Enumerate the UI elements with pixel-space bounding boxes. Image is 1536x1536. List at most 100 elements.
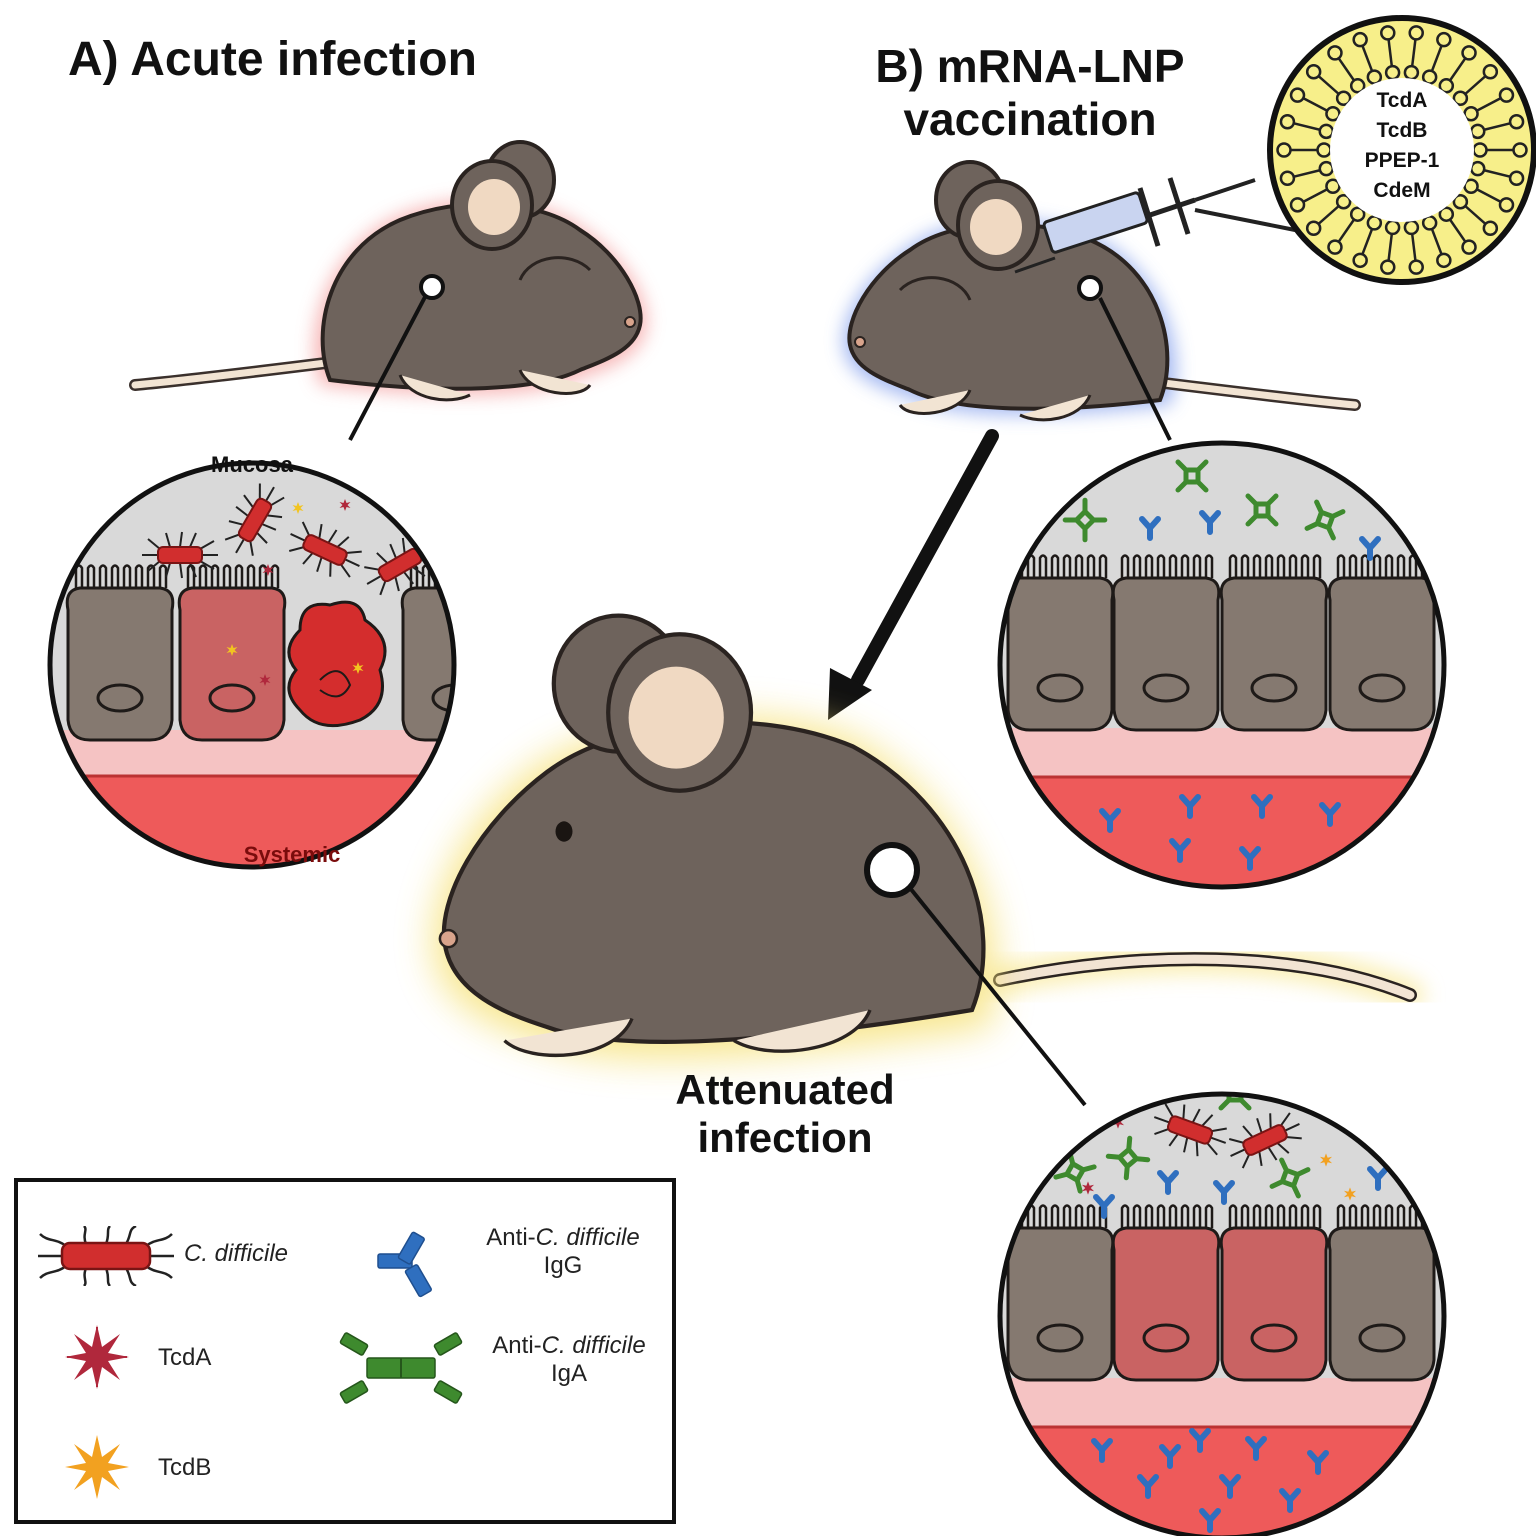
lipid-tail xyxy=(1315,203,1342,227)
lipid-head xyxy=(1316,142,1332,158)
lipid-tail xyxy=(1300,95,1330,113)
lipid-head xyxy=(1482,220,1499,236)
lipid-head xyxy=(1384,219,1401,236)
mucosa-label: Mucosa xyxy=(211,452,294,477)
attenuated-sample-site-marker xyxy=(864,842,920,898)
attenuated-title-line2: infection xyxy=(697,1114,873,1162)
tcda-toxin-icon xyxy=(65,1325,129,1389)
acute-sample-site-marker xyxy=(419,274,445,300)
lipid-tail xyxy=(1336,216,1357,245)
lipid-head xyxy=(1327,45,1343,61)
lipid-tail xyxy=(1481,121,1513,132)
lipid-head xyxy=(1508,170,1525,186)
lipid-head xyxy=(1482,64,1499,80)
lipid-head xyxy=(1384,64,1401,81)
lipid-head xyxy=(1461,239,1477,255)
igg-antibody-icon xyxy=(377,1231,432,1298)
lipid-head xyxy=(1498,197,1515,213)
lipid-head xyxy=(1452,193,1469,210)
lipid-tail xyxy=(1336,55,1357,84)
lipid-head xyxy=(1421,69,1438,85)
lipid-head xyxy=(1325,106,1341,122)
lipid-head xyxy=(1335,90,1352,107)
lipid-tail xyxy=(1462,203,1489,227)
lipid-head xyxy=(1279,114,1296,130)
lipid-tail xyxy=(1387,36,1394,69)
lipid-head xyxy=(1305,64,1322,80)
lipid-tail xyxy=(1360,42,1375,74)
lipid-tail xyxy=(1429,42,1444,74)
lipid-tail xyxy=(1474,187,1504,205)
lipid-head xyxy=(1472,142,1488,158)
lipid-head xyxy=(1438,78,1455,94)
lipid-head xyxy=(1421,215,1438,231)
lipid-head xyxy=(1408,25,1424,41)
lipid-head xyxy=(1318,123,1335,140)
lipid-head xyxy=(1349,78,1366,94)
legend-label-tcda: TcdA xyxy=(158,1344,212,1371)
lipid-tail xyxy=(1387,231,1394,264)
lnp-cargo-cdem: CdeM xyxy=(1373,179,1431,202)
attenuated-title: Attenuated infection xyxy=(620,1066,950,1163)
lnp-cargo-tcdb: TcdB xyxy=(1376,119,1428,142)
vaccinated-mucosa-inset xyxy=(997,440,1447,890)
lipid-tail xyxy=(1429,226,1444,258)
lipid-head xyxy=(1469,160,1486,177)
lipid-tail xyxy=(1481,168,1513,179)
lipid-head xyxy=(1380,259,1396,275)
lnp-cargo-tcda: TcdA xyxy=(1376,89,1428,112)
panel-a-title: A) Acute infection xyxy=(68,33,477,86)
lipid-head xyxy=(1436,31,1452,48)
lipid-head xyxy=(1508,114,1525,130)
panel-b-title: B) mRNA-LNP vaccination xyxy=(850,40,1210,146)
lipid-head xyxy=(1325,178,1341,194)
lnp-lipid-bilayer xyxy=(1276,25,1528,275)
lipid-head xyxy=(1403,64,1420,81)
legend-label-c-difficile: C. difficile xyxy=(184,1240,289,1267)
lipid-head xyxy=(1289,87,1306,103)
systemic-label: Systemic xyxy=(244,842,341,867)
lnp-cargo-ppep1: PPEP-1 xyxy=(1364,149,1440,172)
acute-mucosa-inset: Mucosa Systemic xyxy=(47,452,457,870)
lipid-head xyxy=(1335,193,1352,210)
lipid-head xyxy=(1327,239,1343,255)
iga-antibody-icon xyxy=(339,1332,463,1404)
legend-label-tcdb: TcdB xyxy=(158,1454,212,1481)
lipid-tail xyxy=(1300,187,1330,205)
tcdb-toxin-icon xyxy=(65,1435,129,1499)
lipid-head xyxy=(1463,106,1479,122)
lipid-head xyxy=(1461,45,1477,61)
lipid-tail xyxy=(1291,121,1323,132)
lipid-head xyxy=(1349,206,1366,222)
lnp-particle xyxy=(1267,15,1536,285)
attenuated-infection-mouse xyxy=(433,613,1424,1107)
lipid-tail xyxy=(1462,73,1489,97)
lipid-tail xyxy=(1315,73,1342,97)
legend: C. difficile TcdA TcdB Anti-C. difficile… xyxy=(14,1178,676,1524)
attenuated-mucosa-inset xyxy=(997,1091,1447,1536)
lipid-head xyxy=(1408,259,1424,275)
lipid-head xyxy=(1318,160,1335,177)
lipid-head xyxy=(1289,197,1306,213)
lipid-head xyxy=(1305,220,1322,236)
panel-b-title-line2: vaccination xyxy=(903,92,1157,145)
lipid-head xyxy=(1366,215,1383,231)
lipid-head xyxy=(1403,219,1420,236)
legend-label-iga: Anti-C. difficile IgA xyxy=(492,1332,646,1387)
lipid-head xyxy=(1469,123,1486,140)
lipid-head xyxy=(1452,90,1469,107)
lipid-tail xyxy=(1410,36,1417,69)
lnp-cargo-list: TcdA TcdB PPEP-1 CdeM xyxy=(1342,86,1462,206)
lipid-head xyxy=(1366,69,1383,85)
lipid-tail xyxy=(1447,216,1468,245)
panel-b-title-line1: B) mRNA-LNP xyxy=(875,40,1185,92)
lipid-head xyxy=(1352,31,1368,48)
vaccinated-sample-site-marker xyxy=(1077,275,1103,301)
lipid-head xyxy=(1279,170,1296,186)
lipid-tail xyxy=(1291,168,1323,179)
syringe-icon xyxy=(1014,177,1296,274)
legend-label-igg: Anti-C. difficile IgG xyxy=(486,1224,640,1279)
lipid-tail xyxy=(1410,231,1417,264)
lipid-head xyxy=(1276,142,1292,158)
